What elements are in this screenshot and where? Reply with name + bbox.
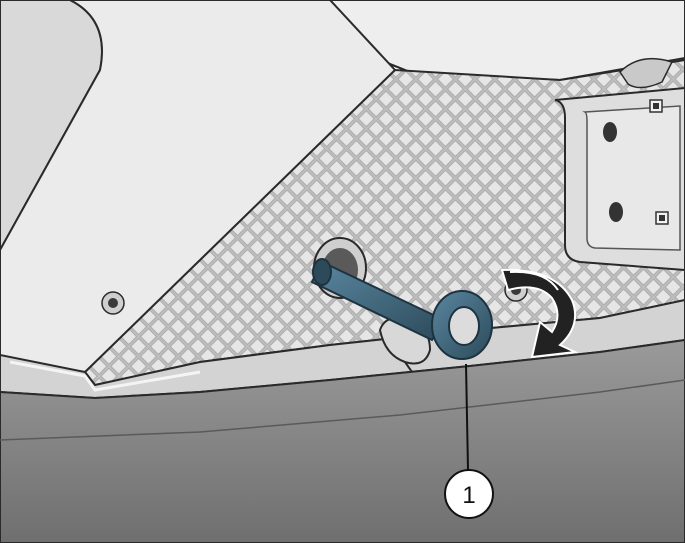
curved-arrow-clockwise-icon [500,268,579,359]
callout-label: 1 [462,482,475,509]
lower-bumper-crease [0,379,685,441]
callout-leader-line [465,363,469,471]
callout-circle [444,469,494,519]
tow-eye [310,258,493,360]
callout-1: 1 [444,363,494,519]
bumper-lip-highlight [9,360,201,392]
lower-bumper-skirt [0,338,685,543]
hood-latch-bump [619,57,674,89]
parking-sensor-left [101,291,125,315]
license-plate-bracket [554,86,685,272]
